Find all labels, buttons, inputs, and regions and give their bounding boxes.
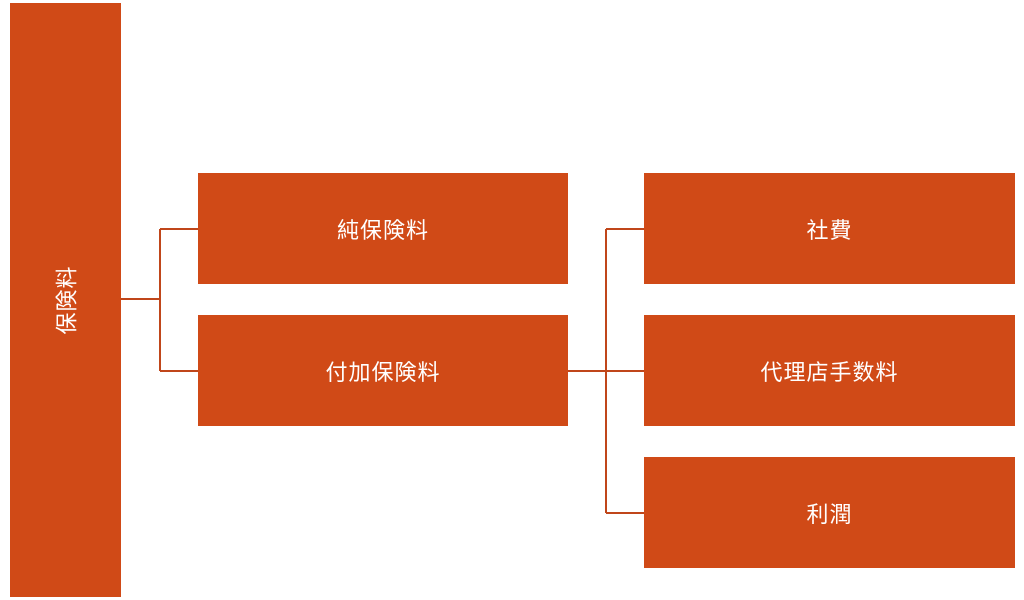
- node-company-expenses-label: 社費: [806, 218, 853, 244]
- connector-level1-to-level2: [568, 228, 644, 514]
- node-loading-premium-label: 付加保険料: [325, 360, 441, 386]
- node-profit: 利潤: [644, 457, 1015, 568]
- node-root-label: 保険料: [55, 265, 81, 335]
- node-pure-premium: 純保険料: [198, 173, 568, 284]
- node-agency-commission-label: 代理店手数料: [760, 360, 899, 386]
- node-agency-commission: 代理店手数料: [644, 315, 1015, 426]
- node-company-expenses: 社費: [644, 173, 1015, 284]
- node-loading-premium: 付加保険料: [198, 315, 568, 426]
- node-root: 保険料: [10, 3, 121, 597]
- node-pure-premium-label: 純保険料: [336, 218, 429, 244]
- node-profit-label: 利潤: [806, 502, 853, 528]
- connector-root-to-level1: [121, 228, 198, 372]
